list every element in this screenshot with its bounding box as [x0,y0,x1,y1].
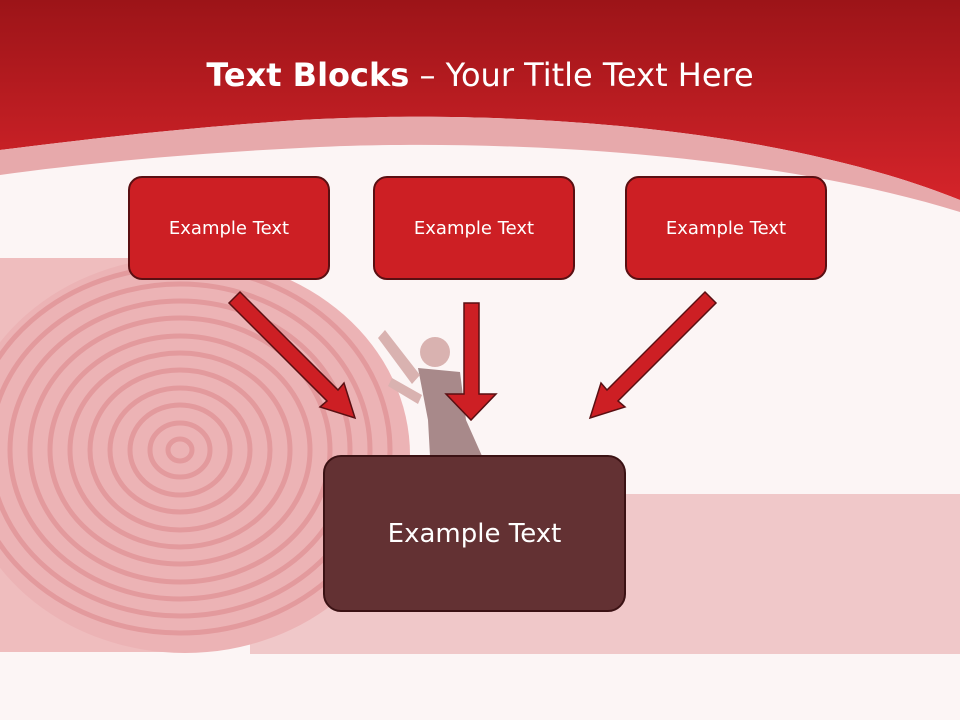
text-block-top-left-label: Example Text [168,217,290,239]
text-block-top-middle-label: Example Text [413,217,535,239]
title-banner [0,0,960,200]
slide-title: Text Blocks – Your Title Text Here [0,52,960,98]
title-bold: Text Blocks [206,56,410,94]
text-block-center-label: Example Text [387,518,562,549]
text-block-top-middle[interactable]: Example Text [373,176,575,280]
title-dash: – [409,56,446,94]
text-block-top-right-label: Example Text [665,217,787,239]
man-pushing-image [378,330,482,456]
banner-swoosh [0,116,960,212]
carpet-roll-image [0,257,410,653]
text-block-center[interactable]: Example Text [323,455,626,612]
title-rest: Your Title Text Here [445,56,754,94]
text-block-top-left[interactable]: Example Text [128,176,330,280]
arrow-middle [444,302,498,422]
arrow-left [227,290,357,420]
text-block-top-right[interactable]: Example Text [625,176,827,280]
arrow-right [588,290,718,420]
